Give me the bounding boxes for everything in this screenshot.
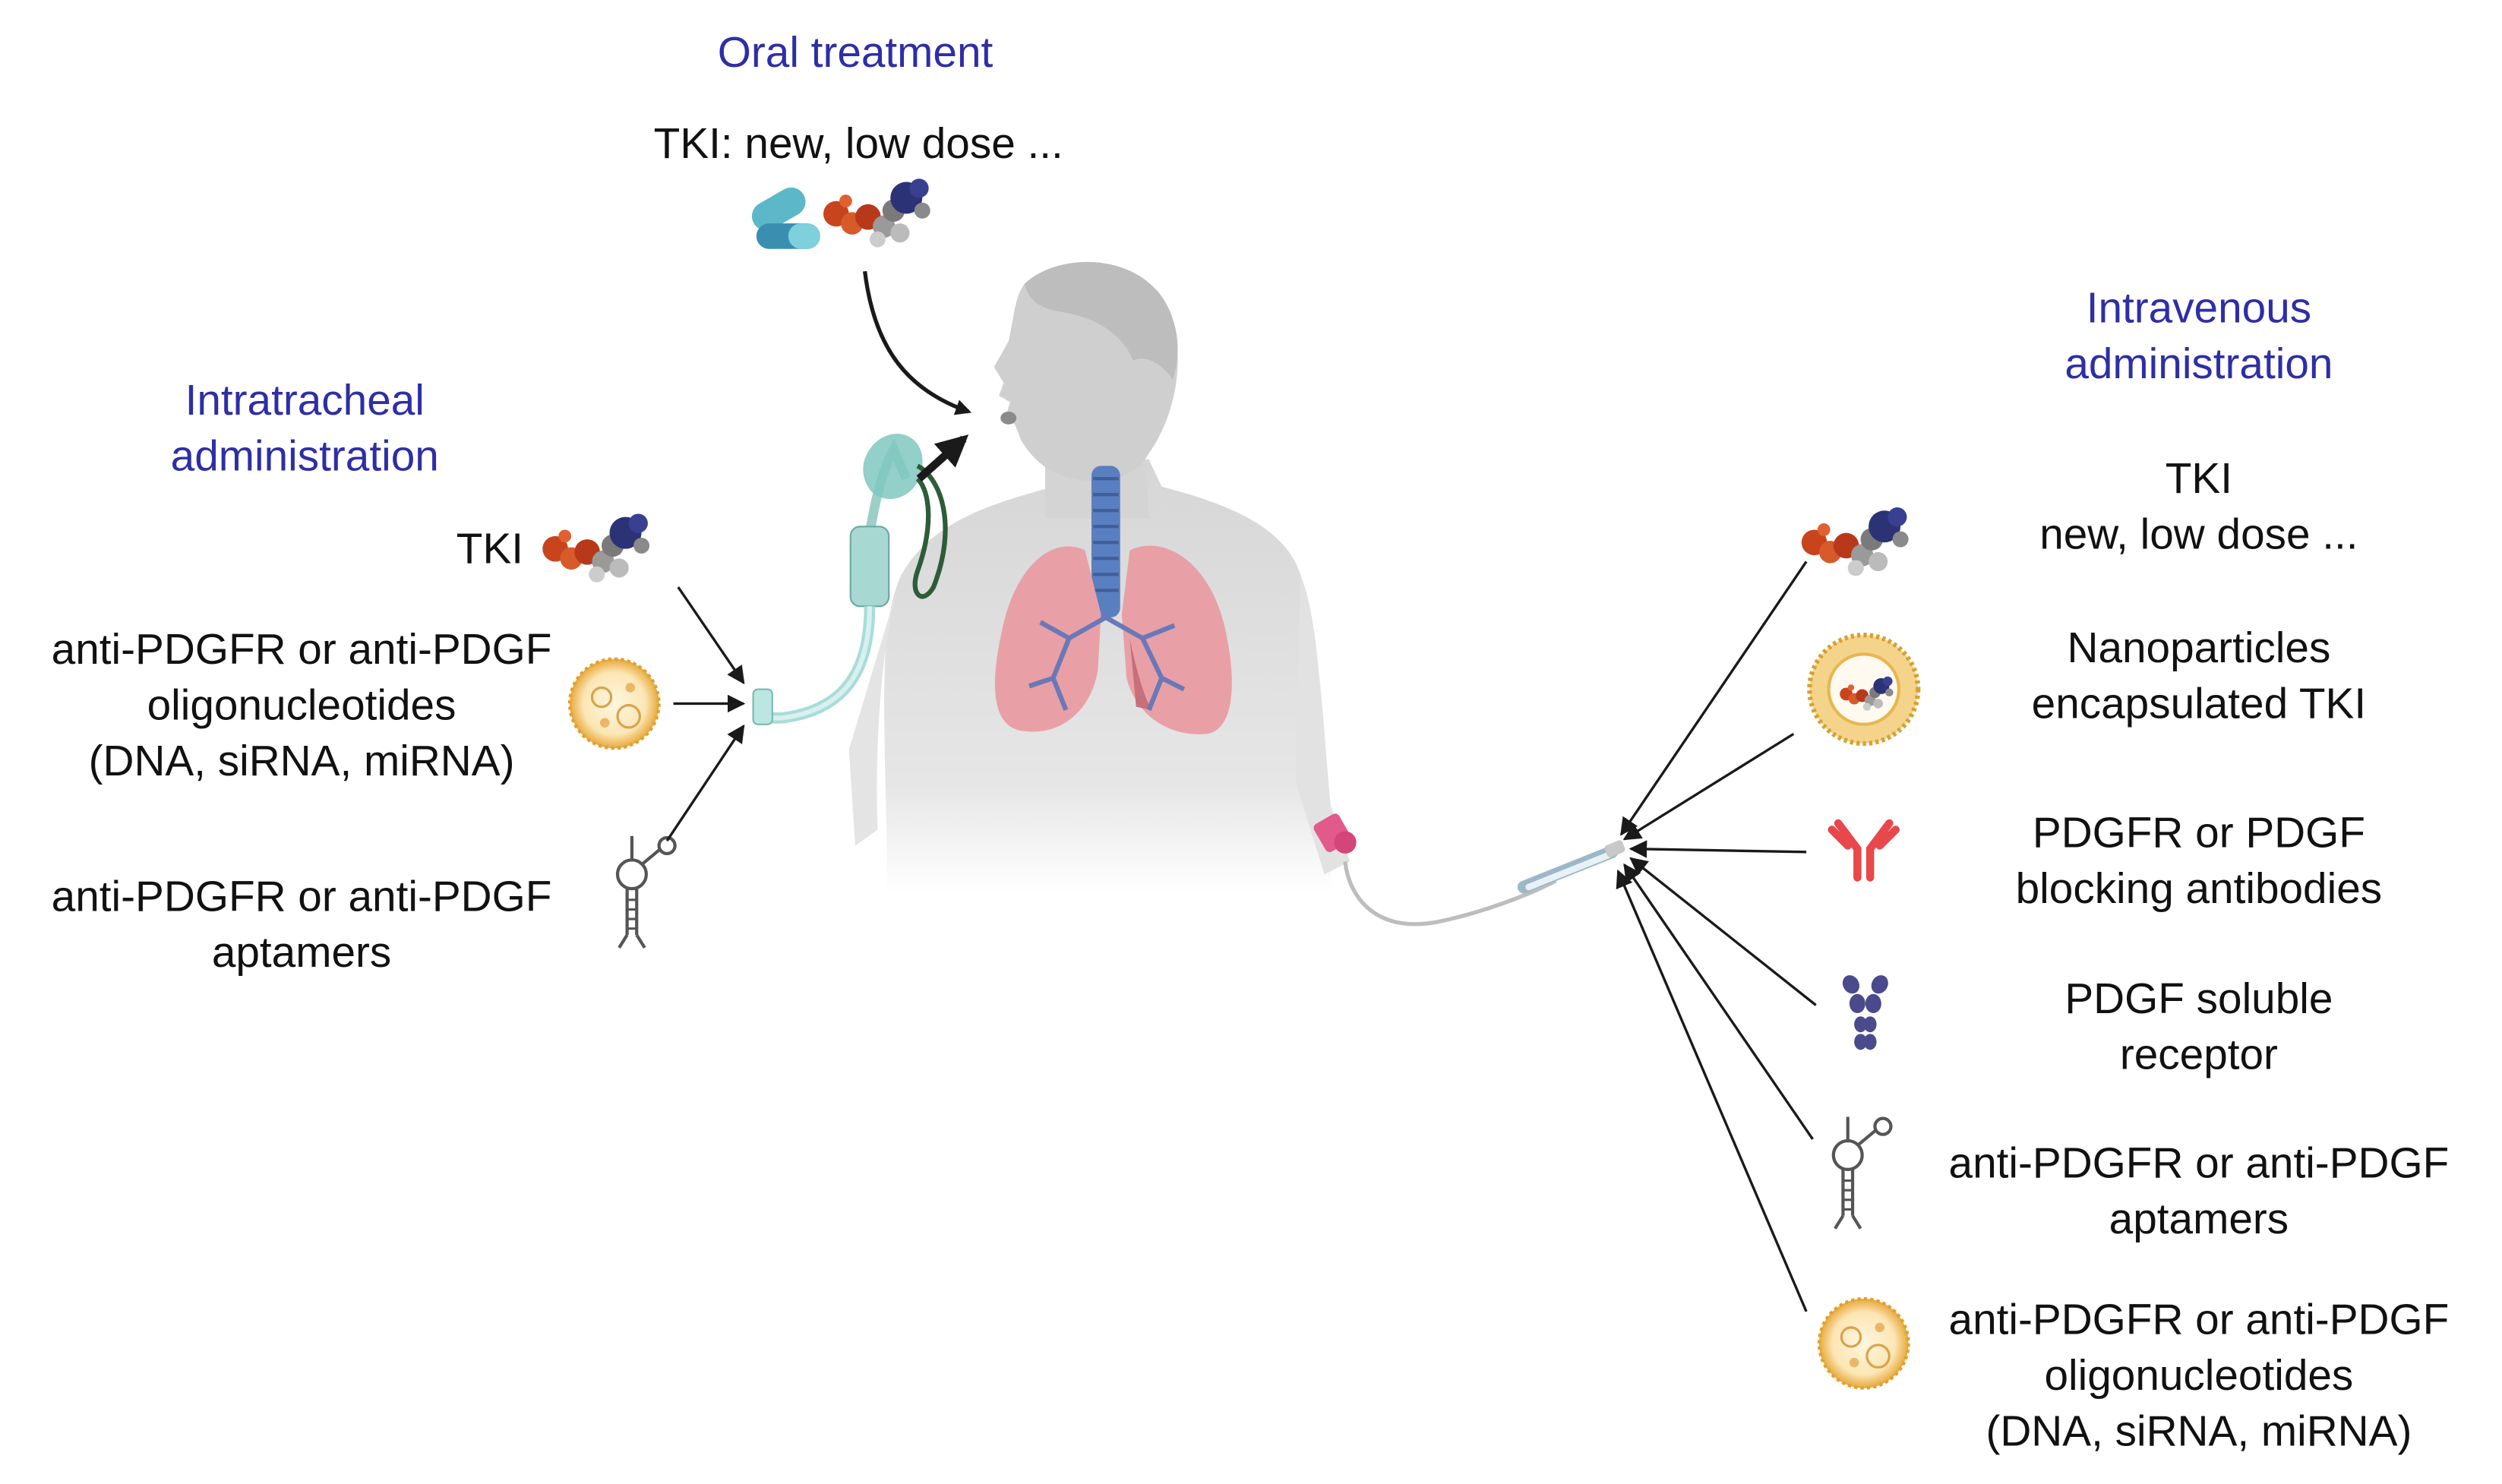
oral-heading: Oral treatment xyxy=(717,28,994,77)
iv-label-soluble-receptor: PDGF soluble receptor xyxy=(2064,974,2333,1079)
intratracheal-label-oligonucleotides: anti-PDGFR or anti-PDGF oligonucleotides… xyxy=(51,625,552,785)
intratracheal-arrows xyxy=(665,586,746,842)
head xyxy=(994,261,1178,519)
iv-label-tki: TKI new, low dose ... xyxy=(2039,454,2358,559)
iv-tki-molecule-icon xyxy=(1801,507,1909,576)
iv-label-antibodies: PDGFR or PDGF blocking antibodies xyxy=(2015,809,2383,913)
intratracheal-label-tki: TKI xyxy=(456,525,524,573)
iv-label-nanoparticles: Nanoparticles encapsulated TKI xyxy=(2031,624,2367,728)
iv-antibody-icon xyxy=(1828,819,1900,882)
iv-line xyxy=(1313,813,1625,927)
nebulizer xyxy=(752,434,948,725)
intratracheal-heading: Intratracheal administration xyxy=(170,376,439,481)
intravenous-heading: Intravenous administration xyxy=(2064,283,2333,388)
trachea xyxy=(1091,466,1120,618)
intratracheal-aptamer-icon xyxy=(618,836,675,948)
intratracheal-tki-molecule-icon xyxy=(542,513,650,583)
oral-drug-label: TKI: new, low dose ... xyxy=(653,119,1063,168)
pill-icon xyxy=(751,187,820,249)
iv-liposome-icon xyxy=(1819,1299,1909,1388)
iv-label-aptamers: anti-PDGFR or anti-PDGF aptamers xyxy=(1948,1138,2450,1243)
lungs xyxy=(994,545,1232,734)
iv-nanoparticle-icon xyxy=(1807,632,1921,747)
oral-arrow xyxy=(863,270,972,415)
iv-aptamer-icon xyxy=(1834,1117,1891,1229)
inhale-arrow xyxy=(916,434,969,482)
iv-soluble-receptor-icon xyxy=(1842,975,1888,1050)
intratracheal-label-aptamers: anti-PDGFR or anti-PDGF aptamers xyxy=(51,873,552,977)
intravenous-arrows xyxy=(1616,560,1817,1312)
iv-label-oligonucleotides: anti-PDGFR or anti-PDGF oligonucleotides… xyxy=(1948,1295,2450,1455)
intratracheal-liposome-icon xyxy=(570,659,659,749)
oral-tki-molecule-icon xyxy=(823,178,930,248)
human-body xyxy=(848,459,1351,894)
